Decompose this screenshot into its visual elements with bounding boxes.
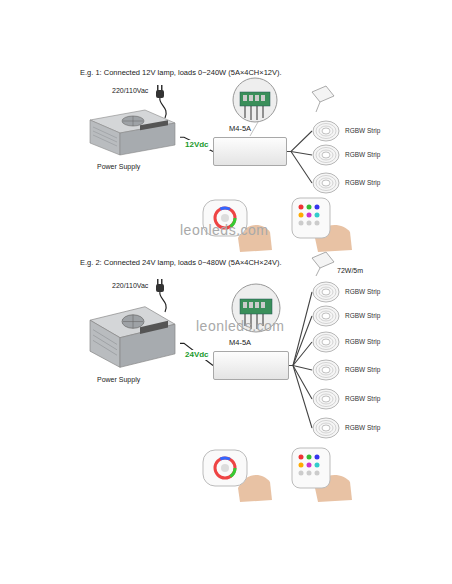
power-supply: Power Supply bbox=[85, 105, 180, 171]
node-shape bbox=[312, 280, 342, 304]
voltage-label: 12Vdc bbox=[184, 140, 210, 150]
led-strip-reel: RGBW Strip bbox=[312, 416, 402, 440]
wire bbox=[289, 366, 312, 400]
wire bbox=[287, 152, 312, 184]
led-strip-reel: RGBW Strip bbox=[312, 330, 402, 354]
node-shape bbox=[312, 358, 342, 382]
controller-housing bbox=[213, 351, 289, 380]
led-strip-reel: RGBW Strip bbox=[312, 387, 402, 411]
node-shape bbox=[312, 304, 342, 328]
node-shape bbox=[312, 416, 342, 440]
node-label: M4-5A bbox=[229, 124, 251, 134]
voltage-label: 220/110Vac bbox=[112, 86, 148, 95]
wire bbox=[289, 292, 312, 366]
node-label: RGBW Strip bbox=[345, 337, 380, 346]
led-strip-reel: RGBW Strip bbox=[312, 280, 402, 304]
caption-heading: E.g. 1: Connected 12V lamp, loads 0~240W… bbox=[80, 68, 282, 77]
node-label: RGBW Strip bbox=[345, 287, 380, 296]
led-strip-reel: RGBW Strip bbox=[312, 358, 402, 382]
node-label: RGBW Strip bbox=[345, 311, 380, 320]
node-shape bbox=[85, 105, 180, 157]
node-shape bbox=[312, 171, 342, 195]
voltage-label: 220/110Vac bbox=[112, 281, 148, 290]
node-label: M4-5A bbox=[229, 338, 251, 348]
node-shape bbox=[312, 330, 342, 354]
watermark: leonleds.com bbox=[196, 318, 285, 334]
node-shape bbox=[85, 300, 180, 370]
remote-controls bbox=[203, 198, 352, 502]
node-label: RGBW Strip bbox=[345, 126, 380, 135]
controller-box: M4-5A bbox=[213, 338, 289, 382]
wire bbox=[289, 316, 312, 366]
wire bbox=[287, 131, 312, 152]
voltage-label: 24Vdc bbox=[184, 350, 210, 360]
wire bbox=[180, 137, 213, 151]
node-label: Power Supply bbox=[97, 162, 140, 171]
led-strip-reel: RGBW Strip bbox=[312, 171, 402, 195]
node-shape bbox=[312, 119, 342, 143]
node-label: RGBW Strip bbox=[345, 178, 380, 187]
rating-label: 72W/5m bbox=[337, 266, 363, 275]
node-label: RGBW Strip bbox=[345, 365, 380, 374]
node-label: RGBW Strip bbox=[345, 394, 380, 403]
led-strip-reel: RGBW Strip bbox=[312, 119, 402, 143]
led-strip-reel: RGBW Strip bbox=[312, 143, 402, 167]
node-label: RGBW Strip bbox=[345, 150, 380, 159]
wire bbox=[289, 366, 312, 429]
watermark: leonleds.com bbox=[180, 222, 269, 238]
led-strip-reel: RGBW Strip bbox=[312, 304, 402, 328]
wire bbox=[289, 366, 312, 371]
controller-housing bbox=[213, 137, 287, 166]
wire bbox=[289, 342, 312, 366]
node-label: RGBW Strip bbox=[345, 423, 380, 432]
node-shape bbox=[312, 143, 342, 167]
controller-box: M4-5A bbox=[213, 124, 287, 168]
wire bbox=[180, 343, 213, 365]
node-label: Power Supply bbox=[97, 375, 140, 384]
caption-heading: E.g. 2: Connected 24V lamp, loads 0~480W… bbox=[80, 258, 282, 267]
power-supply: Power Supply bbox=[85, 300, 180, 384]
node-shape bbox=[312, 387, 342, 411]
